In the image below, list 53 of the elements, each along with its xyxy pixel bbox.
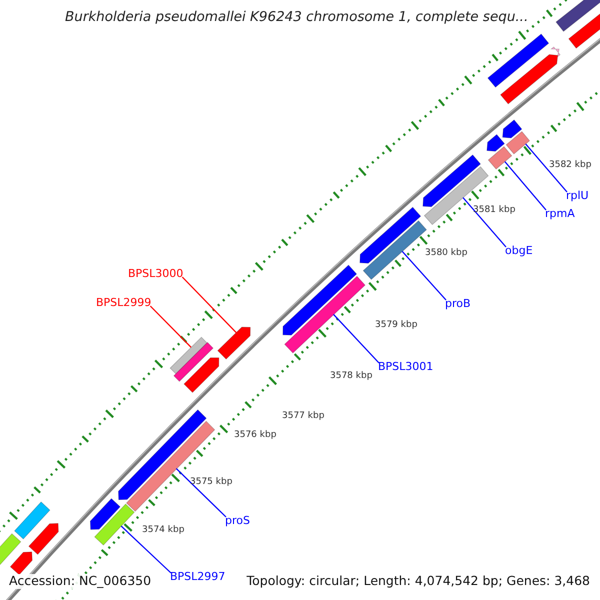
gene-block bbox=[0, 533, 22, 566]
leader-line bbox=[504, 161, 546, 210]
gene-label: proB bbox=[445, 298, 471, 309]
title: Burkholderia pseudomallei K96243 chromosome 1, complete sequ... bbox=[65, 11, 528, 24]
gene-block bbox=[500, 54, 558, 104]
gene-block bbox=[28, 523, 59, 555]
gene-block bbox=[502, 119, 522, 138]
gene-block bbox=[282, 264, 358, 336]
gene-block bbox=[487, 34, 550, 88]
scale-label: 3577 kbp bbox=[282, 412, 324, 421]
gene-block bbox=[126, 420, 216, 512]
gene-block bbox=[486, 134, 505, 152]
gene-block bbox=[173, 342, 214, 382]
gene-block bbox=[284, 276, 366, 354]
scale-label: 3575 kbp bbox=[190, 478, 232, 487]
gene-block bbox=[94, 504, 135, 546]
gene-label: obgE bbox=[505, 245, 533, 256]
gene-label: BPSL2997 bbox=[170, 571, 226, 582]
leader-line bbox=[462, 197, 506, 248]
gene-block bbox=[10, 552, 32, 576]
gene-block bbox=[90, 498, 121, 530]
scale-label: 3574 kbp bbox=[142, 526, 184, 535]
gene-label: BPSL3000 bbox=[128, 268, 184, 279]
gene-label: BPSL2999 bbox=[96, 297, 152, 308]
gene-label: proS bbox=[225, 515, 250, 526]
leader-line bbox=[525, 144, 568, 192]
scale-label: 3579 kbp bbox=[375, 321, 418, 330]
footer-text: Topology: circular; Length: 4,074,542 bp; Genes: 3,468 bbox=[244, 574, 592, 588]
scale-label: 3580 kbp bbox=[425, 249, 468, 258]
leader-line bbox=[150, 306, 192, 348]
leader-line bbox=[402, 250, 446, 300]
gene-block bbox=[170, 336, 208, 374]
leader-line bbox=[120, 526, 172, 574]
leader-line bbox=[176, 468, 226, 518]
gene-block bbox=[184, 358, 220, 393]
gene-block bbox=[506, 131, 530, 154]
scale-label: 3582 kbp bbox=[549, 161, 592, 170]
gene-block bbox=[14, 501, 50, 540]
scale-label: 3578 kbp bbox=[330, 372, 372, 381]
gene-label: rplU bbox=[566, 190, 589, 201]
gene-block bbox=[488, 146, 512, 170]
gene-block bbox=[556, 0, 600, 32]
gene-block bbox=[360, 206, 422, 264]
gene-block bbox=[362, 220, 427, 280]
gene-block bbox=[422, 154, 481, 207]
scale-label: 3576 kbp bbox=[234, 431, 276, 440]
leader-line bbox=[333, 314, 380, 364]
gene-label: rpmA bbox=[545, 208, 575, 219]
leader-line bbox=[182, 276, 237, 334]
footer-text: Accession: NC_006350 bbox=[7, 574, 154, 588]
scale-label: 3581 kbp bbox=[473, 206, 516, 215]
gene-block bbox=[217, 326, 251, 360]
gene-label: BPSL3001 bbox=[378, 361, 434, 372]
